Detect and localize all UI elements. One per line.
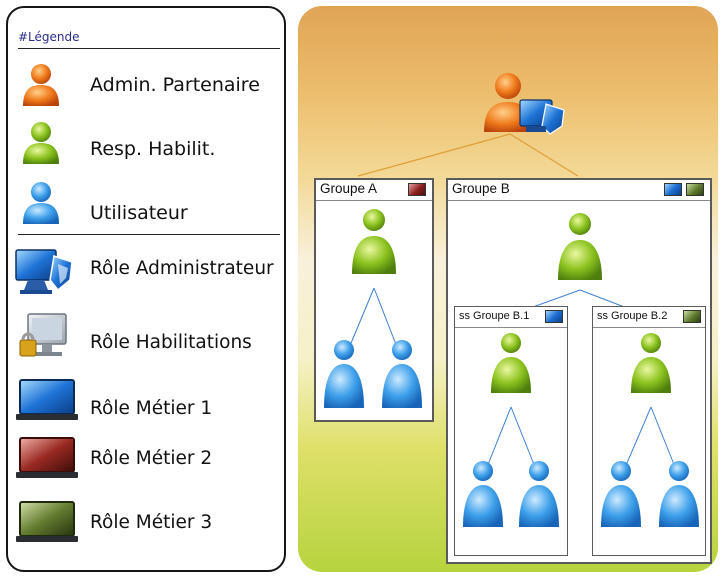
green-user-icon xyxy=(23,122,59,164)
blue-role-icon xyxy=(664,183,682,196)
legend-item-role-metier-1: Rôle Métier 1 xyxy=(8,376,284,426)
legend-item-role-administrateur: Rôle Administrateur xyxy=(8,244,284,294)
group-title: ss Groupe B.2 xyxy=(597,310,668,322)
admin-role-icon xyxy=(15,249,73,294)
blue-user-icon xyxy=(463,461,503,527)
group-title: Groupe A xyxy=(320,181,378,196)
legend-panel: #Légende Admin. Partenaire Resp. Habilit… xyxy=(6,6,286,572)
blue-role-icon xyxy=(16,379,78,420)
subgroup-b1: ss Groupe B.1 xyxy=(454,306,568,556)
blue-user-icon xyxy=(23,182,59,224)
legend-label: Rôle Habilitations xyxy=(90,332,252,353)
green-role-icon xyxy=(686,183,704,196)
green-user-icon xyxy=(558,213,602,280)
blue-role-icon xyxy=(545,310,563,323)
orange-user-icon xyxy=(23,64,59,106)
red-role-icon xyxy=(16,437,78,478)
legend-item-admin-partenaire: Admin. Partenaire xyxy=(8,60,284,110)
legend-label: Rôle Métier 1 xyxy=(90,398,213,419)
legend-item-role-metier-2: Rôle Métier 2 xyxy=(8,434,284,484)
blue-user-icon xyxy=(324,340,364,408)
group-a-contents xyxy=(324,209,422,408)
legend-item-utilisateur: Utilisateur xyxy=(8,178,284,228)
group-a: Groupe A xyxy=(314,178,434,422)
legend-item-role-metier-3: Rôle Métier 3 xyxy=(8,498,284,548)
blue-user-icon xyxy=(519,461,559,527)
green-user-icon xyxy=(491,333,531,393)
legend-label: Rôle Métier 3 xyxy=(90,512,213,533)
green-role-icon xyxy=(16,501,78,542)
legend-item-role-habilitations: Rôle Habilitations xyxy=(8,310,284,360)
green-role-icon xyxy=(683,310,701,323)
subgroup-b1-contents xyxy=(463,333,559,527)
legend-label: Utilisateur xyxy=(90,202,188,224)
group-b: Groupe B ss Groupe B.1 xyxy=(446,178,712,564)
group-header: ss Groupe B.1 xyxy=(455,307,567,328)
blue-user-icon xyxy=(382,340,422,408)
subgroup-b2-contents xyxy=(601,333,699,527)
admin-partenaire-node xyxy=(484,73,565,135)
green-user-icon xyxy=(631,333,671,393)
group-header: Groupe A xyxy=(316,180,432,201)
red-role-icon xyxy=(408,183,426,196)
group-title: ss Groupe B.1 xyxy=(459,310,530,322)
legend-label: Rôle Administrateur xyxy=(90,258,274,279)
subgroup-b2: ss Groupe B.2 xyxy=(592,306,706,556)
group-header: Groupe B xyxy=(448,180,710,201)
legend-label: Rôle Métier 2 xyxy=(90,448,213,469)
group-header: ss Groupe B.2 xyxy=(593,307,705,328)
legend-label: Resp. Habilit. xyxy=(90,138,216,160)
legend-title: #Légende xyxy=(18,30,80,44)
legend-label: Admin. Partenaire xyxy=(90,74,260,96)
connector-lines xyxy=(357,133,579,177)
group-b-head-node xyxy=(507,213,649,317)
legend-divider xyxy=(18,48,280,49)
blue-user-icon xyxy=(601,461,641,527)
habilitations-role-icon xyxy=(19,313,67,357)
blue-user-icon xyxy=(659,461,699,527)
green-user-icon xyxy=(352,209,396,274)
hierarchy-diagram: Groupe A Groupe B xyxy=(298,6,718,572)
group-title: Groupe B xyxy=(452,181,510,196)
legend-divider xyxy=(18,234,280,235)
legend-item-resp-habilit: Resp. Habilit. xyxy=(8,118,284,168)
